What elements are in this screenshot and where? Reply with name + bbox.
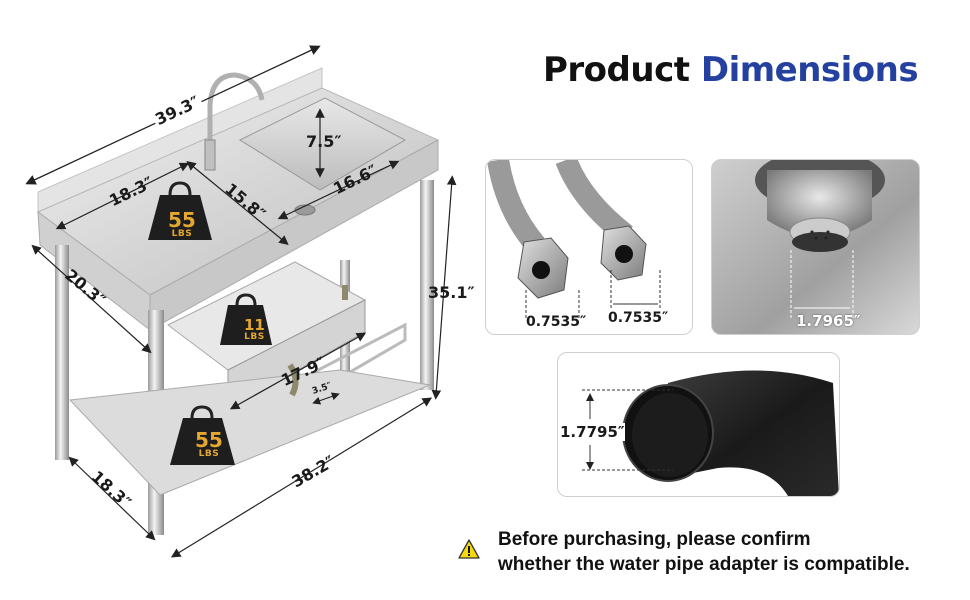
- compatibility-notice: Before purchasing, please confirm whethe…: [458, 527, 910, 577]
- title-product: Product: [543, 50, 690, 90]
- hose-left-diameter: 0.7535″: [526, 314, 587, 330]
- dim-bowl-depth: 7.5″: [306, 132, 342, 151]
- notice-line-2: whether the water pipe adapter is compat…: [498, 554, 910, 575]
- page-title: Product Dimensions: [543, 50, 919, 90]
- drain-strainer-panel: 1.7965″: [711, 159, 920, 335]
- hose-right-diameter: 0.7535″: [608, 310, 669, 326]
- notice-line-1: Before purchasing, please confirm: [498, 529, 811, 550]
- hose-fittings-image: [487, 160, 661, 318]
- strainer-diameter: 1.7965″: [796, 312, 861, 330]
- drain-strainer-image: [712, 160, 919, 334]
- dim-height: 35.1″: [428, 283, 475, 302]
- title-dimensions: Dimensions: [700, 50, 919, 90]
- warning-icon: [458, 539, 480, 559]
- weight-label-countertop: 55 LBS: [168, 208, 196, 239]
- drain-pipe-image: [582, 370, 839, 496]
- weight-label-drawer: 11 LBS: [244, 316, 265, 342]
- sink-drawing: [25, 45, 457, 558]
- drain-pipe-diameter: 1.7795″: [560, 423, 625, 441]
- hoses-panel: 0.7535″ 0.7535″: [485, 159, 693, 335]
- weight-label-shelf: 55 LBS: [195, 428, 223, 459]
- sink-illustration: 55 LBS 11 LBS 55 LBS 39.3″ 18.3″ 15.8″ 7…: [0, 0, 480, 600]
- drain-pipe-panel: 1.7795″: [557, 352, 840, 497]
